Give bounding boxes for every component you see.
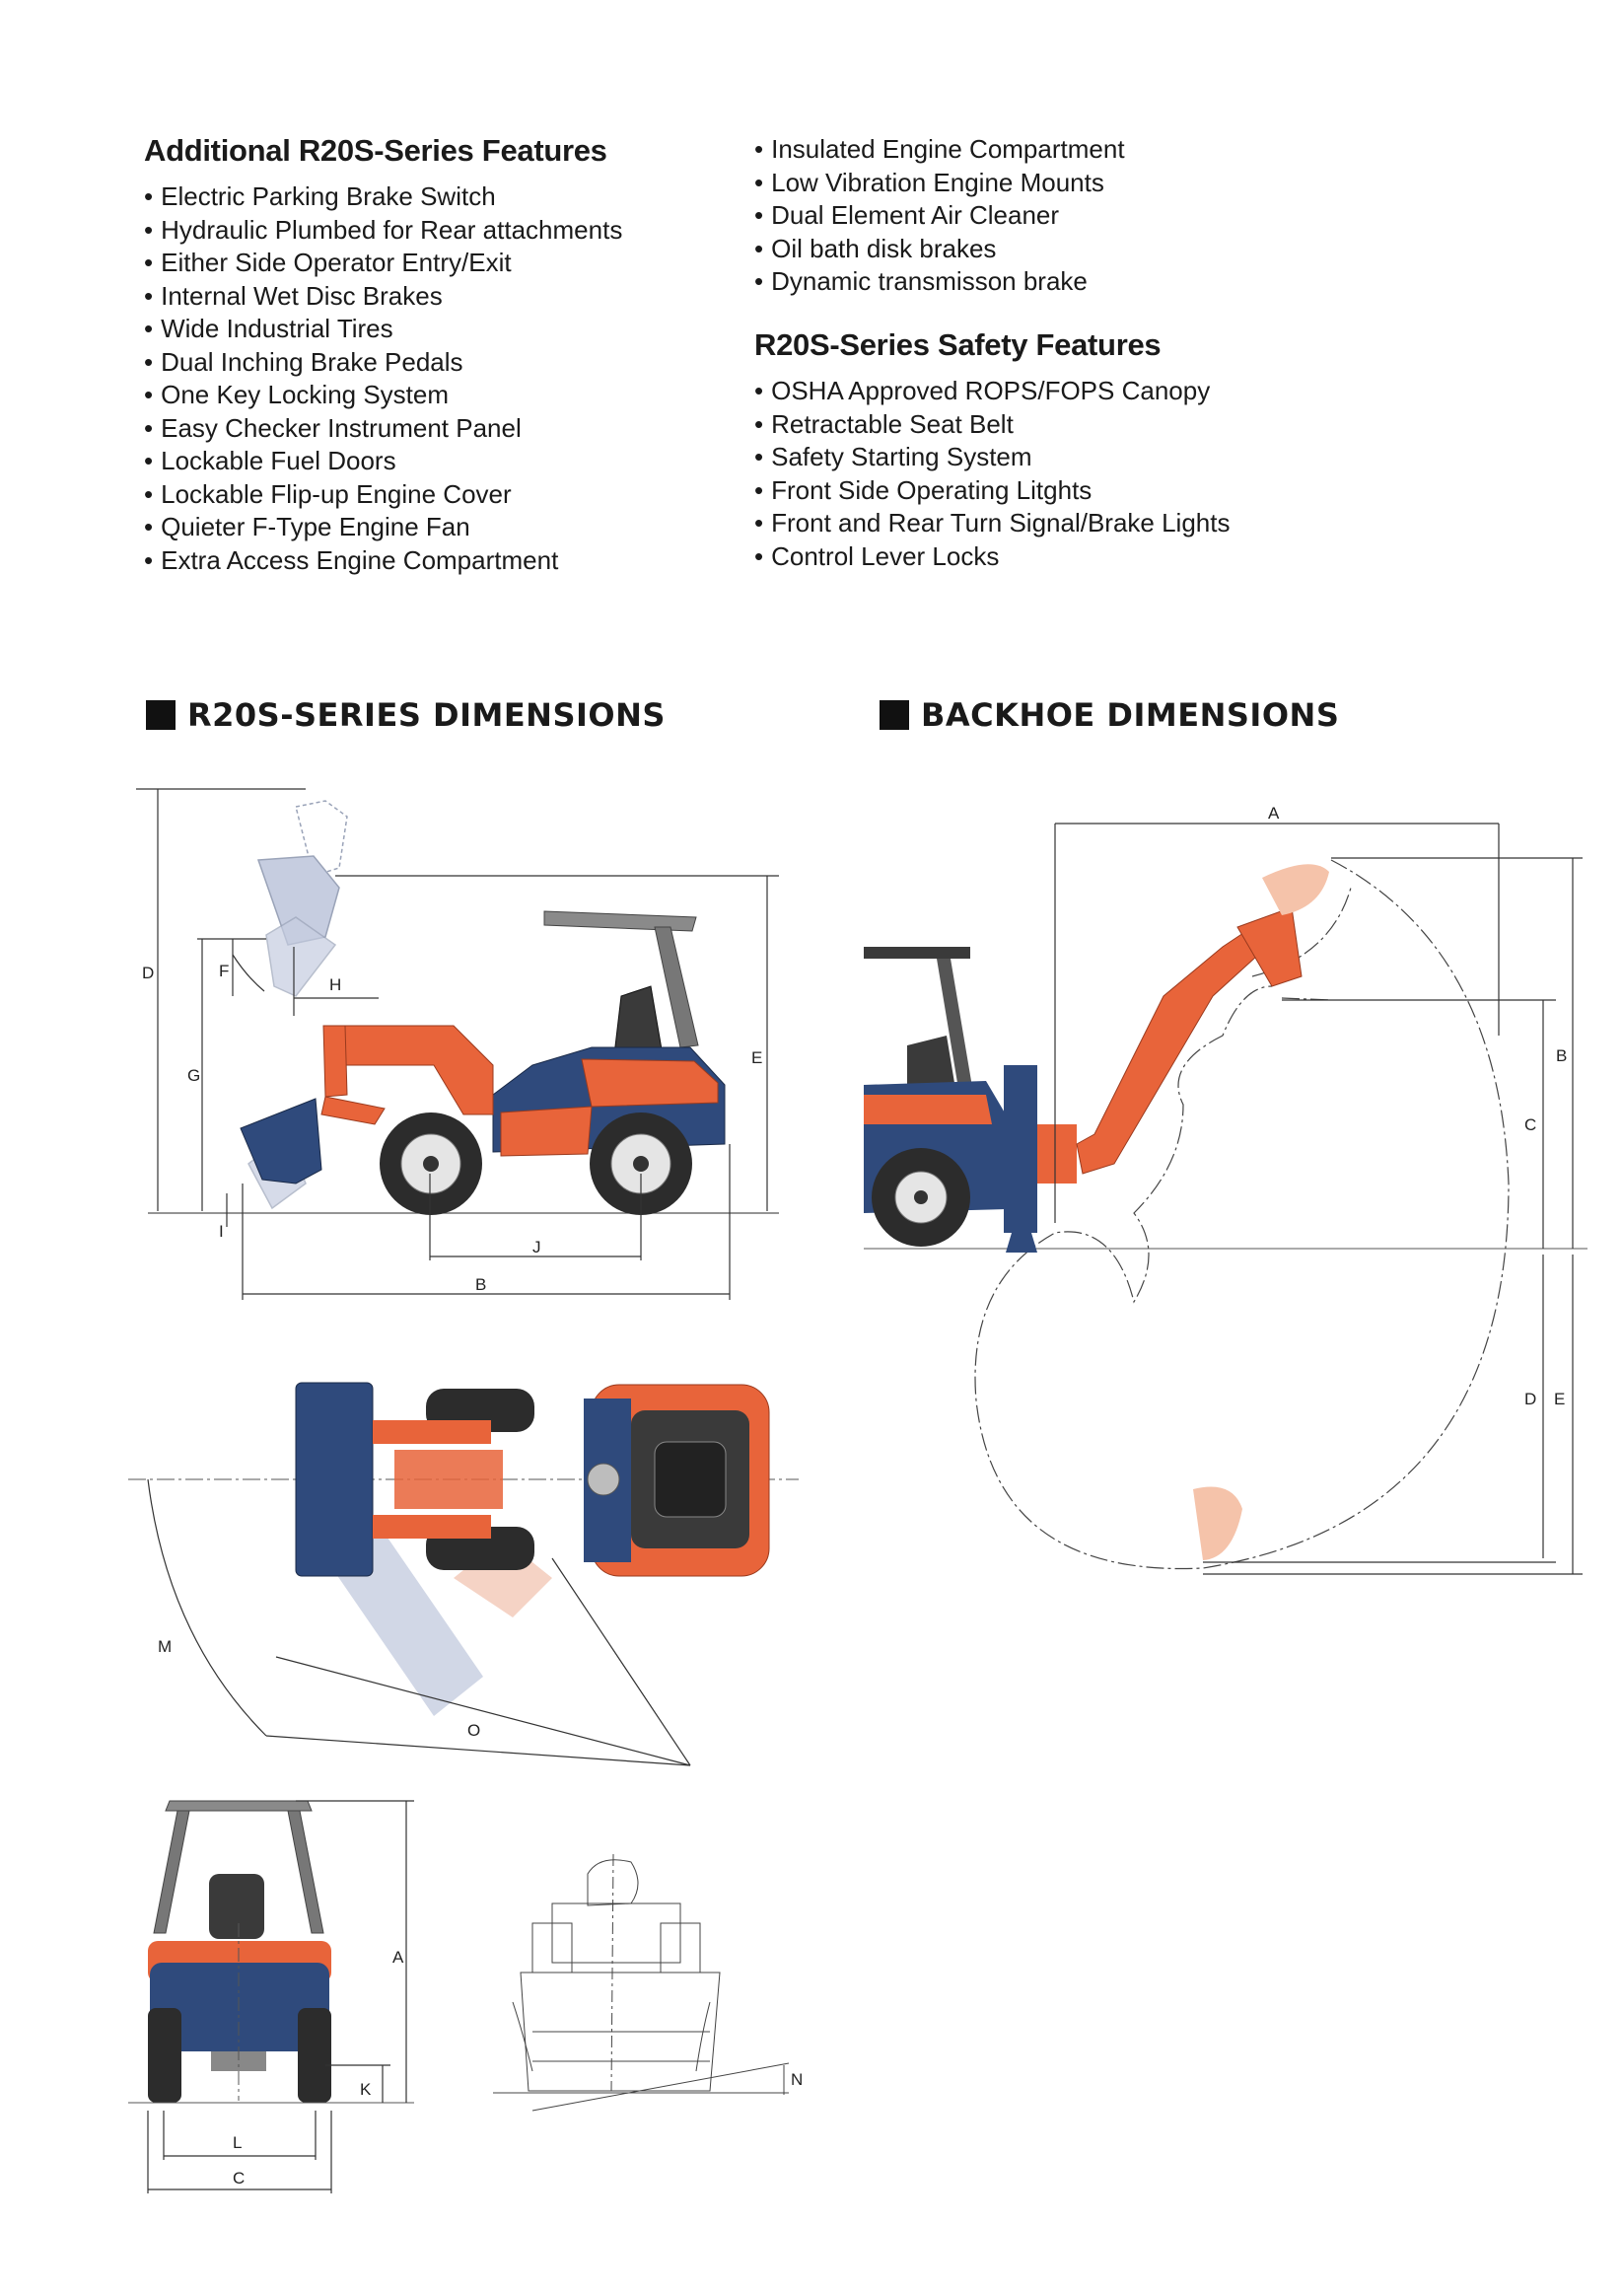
- wheels: [380, 1112, 692, 1215]
- safety-features-title: R20S-Series Safety Features: [754, 327, 1162, 362]
- additional-features-continued-list: Insulated Engine Compartment Low Vibrati…: [754, 133, 1125, 299]
- dim-label-d: D: [142, 964, 154, 982]
- list-item: Front Side Operating Litghts: [754, 474, 1230, 508]
- list-item: Internal Wet Disc Brakes: [144, 280, 622, 314]
- backhoe-label-b: B: [1556, 1046, 1567, 1065]
- list-item: Insulated Engine Compartment: [754, 133, 1124, 167]
- bucket-ghost-top: [1262, 864, 1329, 915]
- backhoe-boom: [1076, 926, 1268, 1175]
- dim-label-l: L: [233, 2133, 242, 2152]
- list-item: OSHA Approved ROPS/FOPS Canopy: [754, 375, 1230, 408]
- list-item: Easy Checker Instrument Panel: [144, 412, 622, 446]
- backhoe-label-d: D: [1524, 1390, 1536, 1408]
- list-item: Low Vibration Engine Mounts: [754, 167, 1125, 200]
- list-item: Dual Inching Brake Pedals: [144, 346, 622, 380]
- backhoe-dimensions-title: BACKHOE DIMENSIONS: [921, 696, 1340, 734]
- backhoe-dimensions-heading: BACKHOE DIMENSIONS: [880, 696, 1339, 734]
- dimension-lines: [136, 788, 779, 1300]
- dim-label-o: O: [467, 1721, 480, 1740]
- safety-features: R20S-Series Safety Features OSHA Approve…: [754, 327, 1230, 573]
- dim-label-k: K: [360, 2080, 372, 2099]
- front-body: [150, 1963, 329, 2051]
- additional-features-list: Electric Parking Brake Switch Hydraulic …: [144, 180, 622, 577]
- list-item: Quieter F-Type Engine Fan: [144, 511, 622, 544]
- list-item: Extra Access Engine Compartment: [144, 544, 622, 578]
- list-item: Electric Parking Brake Switch: [144, 180, 622, 214]
- additional-features: Additional R20S-Series Features Electric…: [144, 133, 622, 577]
- r20s-dimensions-heading: R20S-SERIES DIMENSIONS: [146, 696, 666, 734]
- additional-features-title: Additional R20S-Series Features: [144, 133, 607, 168]
- list-item: Lockable Flip-up Engine Cover: [144, 478, 622, 512]
- list-item: Either Side Operator Entry/Exit: [144, 247, 622, 280]
- tilt-view-diagram: N: [493, 1853, 803, 2112]
- list-item: Dynamic transmisson brake: [754, 265, 1125, 299]
- list-item: Wide Industrial Tires: [144, 313, 622, 346]
- front-canopy: [153, 1800, 324, 1934]
- backhoe-post: [1004, 1065, 1037, 1233]
- safety-features-list: OSHA Approved ROPS/FOPS Canopy Retractab…: [754, 375, 1230, 573]
- list-item: One Key Locking System: [144, 379, 622, 412]
- dim-label-i: I: [219, 1222, 224, 1241]
- square-bullet-icon: [880, 700, 909, 730]
- list-item: Safety Starting System: [754, 441, 1230, 474]
- dim-label-g: G: [187, 1066, 200, 1085]
- dim-label-j: J: [532, 1238, 541, 1256]
- list-item: Dual Element Air Cleaner: [754, 199, 1125, 233]
- list-item: Front and Rear Turn Signal/Brake Lights: [754, 507, 1230, 540]
- dim-label-m: M: [158, 1637, 172, 1656]
- list-item: Lockable Fuel Doors: [144, 445, 622, 478]
- backhoe-label-a: A: [1268, 804, 1280, 823]
- dim-label-c: C: [233, 2169, 245, 2188]
- backhoe-diagram: A B C D E: [864, 804, 1587, 1575]
- loader-body: [240, 1025, 726, 1184]
- dim-label-f: F: [219, 962, 229, 980]
- list-item: Retractable Seat Belt: [754, 408, 1230, 442]
- dim-label-a-front: A: [392, 1948, 404, 1967]
- backhoe-label-c: C: [1524, 1115, 1536, 1134]
- dim-label-h: H: [329, 975, 341, 994]
- backhoe-bucket: [1236, 906, 1303, 987]
- side-view-diagram: D F H G E I J B: [136, 788, 779, 1300]
- front-view-diagram: A K L C: [128, 1800, 414, 2193]
- dim-label-b: B: [475, 1275, 486, 1294]
- top-view-diagram: M O: [128, 1382, 799, 1766]
- additional-features-continued: Insulated Engine Compartment Low Vibrati…: [754, 133, 1125, 299]
- canopy: [543, 910, 699, 1048]
- bucket: [295, 1382, 374, 1577]
- list-item: Control Lever Locks: [754, 540, 1230, 574]
- turning-radius-lines: [147, 1478, 691, 1766]
- square-bullet-icon: [146, 700, 176, 730]
- list-item: Oil bath disk brakes: [754, 233, 1125, 266]
- list-item: Hydraulic Plumbed for Rear attachments: [144, 214, 622, 248]
- dim-label-e: E: [751, 1048, 762, 1067]
- bucket-ghost-bottom: [1193, 1486, 1242, 1560]
- r20s-dimensions-title: R20S-SERIES DIMENSIONS: [187, 696, 666, 734]
- backhoe-label-e: E: [1554, 1390, 1565, 1408]
- dim-label-n: N: [791, 2070, 803, 2089]
